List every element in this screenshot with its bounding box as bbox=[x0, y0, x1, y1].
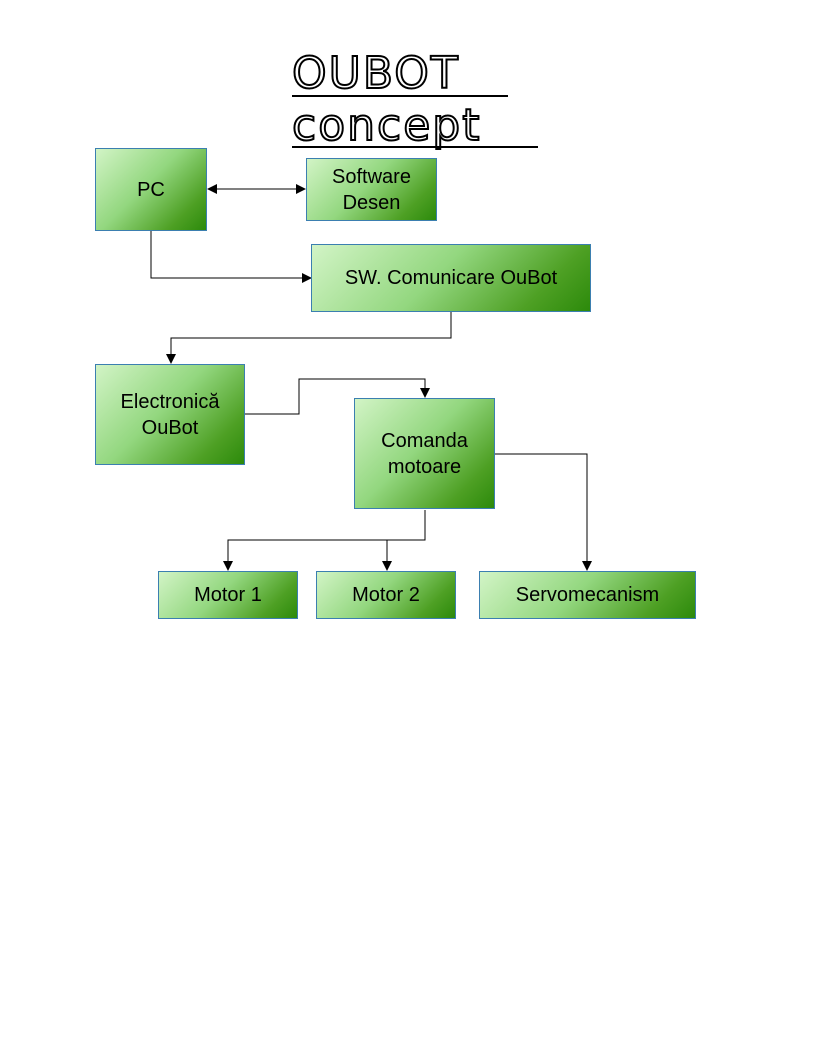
node-software-desen: Software Desen bbox=[306, 158, 437, 221]
node-comanda-motoare: Comanda motoare bbox=[354, 398, 495, 509]
edge-electronica-comanda bbox=[245, 378, 430, 415]
node-electronica-oubot: Electronică OuBot bbox=[95, 364, 245, 465]
edge-pc-sw-comunicare bbox=[150, 231, 312, 283]
node-servomecanism: Servomecanism bbox=[479, 571, 696, 619]
node-motor-1: Motor 1 bbox=[158, 571, 298, 619]
diagram-title-line1: OUBOT bbox=[291, 48, 460, 99]
node-pc: PC bbox=[95, 148, 207, 231]
edge-comanda-servo bbox=[495, 453, 592, 571]
edge-sw-comunicare-electronica bbox=[166, 312, 452, 364]
node-sw-comunicare-oubot: SW. Comunicare OuBot bbox=[311, 244, 591, 312]
title-underline-1 bbox=[292, 95, 508, 97]
edge-comanda-motor1 bbox=[223, 510, 426, 571]
node-motor-2: Motor 2 bbox=[316, 571, 456, 619]
title-underline-2 bbox=[292, 146, 538, 148]
diagram-title-line2: concept bbox=[291, 100, 482, 151]
